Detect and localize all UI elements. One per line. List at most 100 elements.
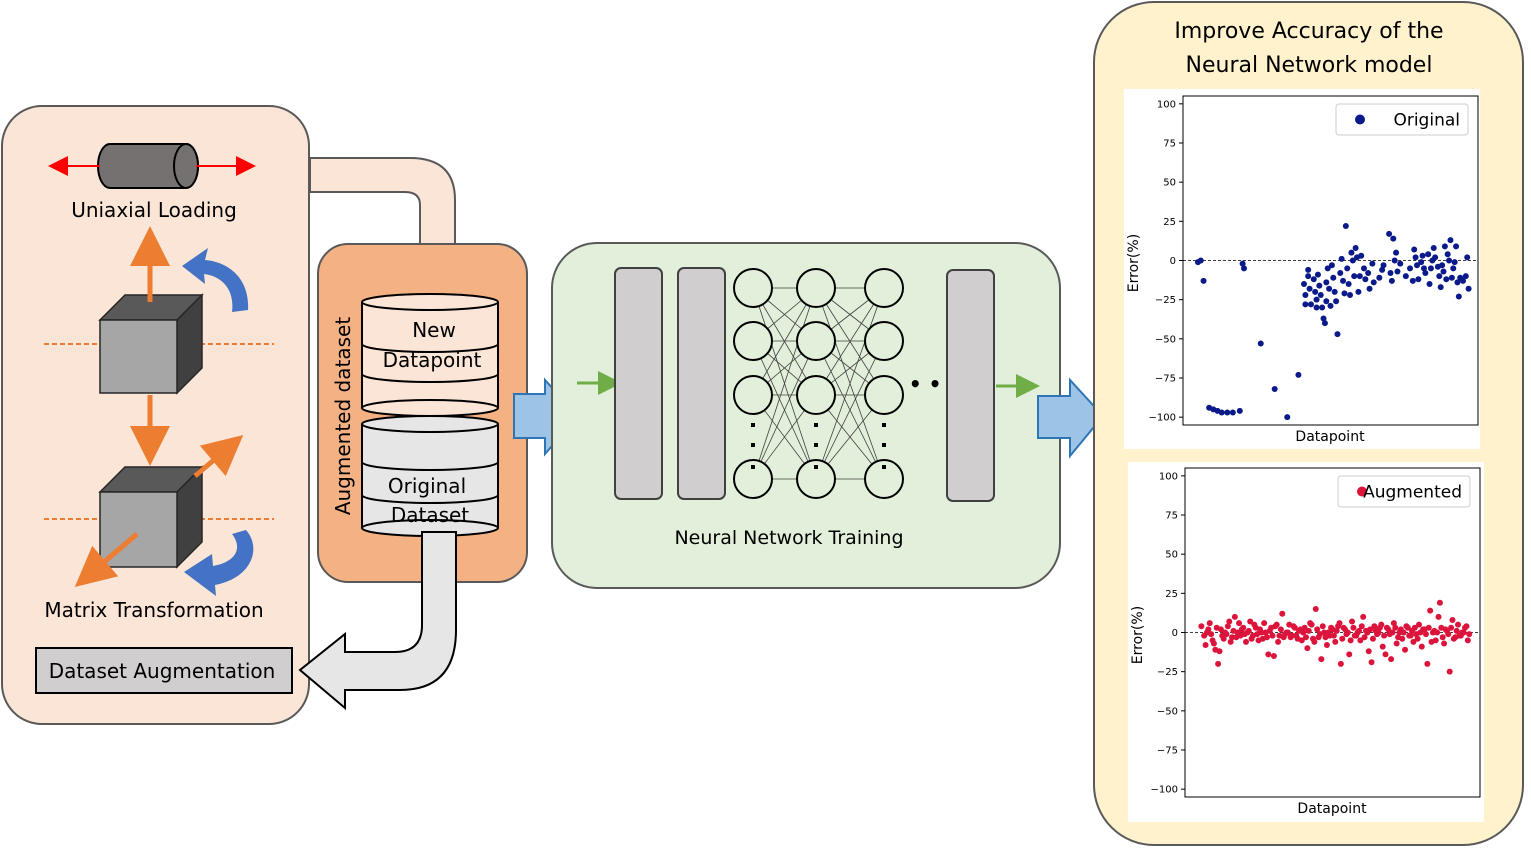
data-point (1410, 638, 1417, 645)
data-point (1342, 223, 1349, 230)
data-point (1379, 643, 1386, 650)
new-datapoint-database-icon (361, 293, 499, 417)
data-point (1356, 627, 1363, 634)
data-point (1371, 623, 1378, 630)
data-point (1349, 257, 1356, 264)
data-point (1358, 252, 1365, 259)
data-point (1344, 265, 1351, 272)
y-tick-label: 50 (1163, 178, 1176, 189)
data-point (1448, 624, 1455, 631)
data-point (1448, 274, 1455, 281)
y-axis-label: Error(%) (1126, 234, 1142, 292)
data-point (1233, 634, 1240, 641)
nn-training-label: Neural Network Training (674, 527, 903, 549)
data-point (1349, 618, 1356, 625)
nn-neuron (733, 375, 773, 415)
data-point (1317, 291, 1324, 298)
data-point (1263, 634, 1270, 641)
data-point (1418, 259, 1425, 266)
data-point (1271, 385, 1278, 392)
data-point (1326, 285, 1333, 292)
data-point (1394, 268, 1401, 275)
data-point (1198, 623, 1205, 630)
data-point (1381, 632, 1388, 639)
data-point (1337, 660, 1344, 667)
data-point (1413, 262, 1420, 269)
data-point (1333, 627, 1340, 634)
nn-neuron (864, 321, 904, 361)
nn-neuron (864, 375, 904, 415)
data-point (1306, 285, 1313, 292)
data-point (1407, 265, 1414, 272)
y-tick-label: −75 (1157, 746, 1178, 757)
y-axis-label: Error(%) (1130, 606, 1146, 664)
data-point (1412, 254, 1419, 261)
data-point (1202, 642, 1209, 649)
data-point (1265, 651, 1272, 658)
data-point (1402, 646, 1409, 653)
data-point (1336, 620, 1343, 627)
y-tick-label: −100 (1149, 413, 1176, 424)
flow-arrow-to-results (1037, 377, 1105, 459)
data-point (1346, 651, 1353, 658)
data-point (1386, 230, 1393, 237)
data-point (1275, 638, 1282, 645)
data-point (1330, 274, 1337, 281)
data-point (1435, 613, 1442, 620)
data-point (1462, 624, 1469, 631)
data-point (1319, 304, 1326, 311)
data-point (1331, 288, 1338, 295)
data-point (1465, 285, 1472, 292)
legend-marker (1355, 114, 1365, 125)
y-tick-label: 75 (1163, 139, 1176, 150)
data-point (1231, 613, 1238, 620)
augmented-chart-background (1128, 462, 1484, 822)
data-point (1436, 273, 1443, 280)
nn-neuron (733, 459, 773, 499)
x-axis-label: Datapoint (1295, 429, 1365, 445)
y-tick-label: 75 (1165, 511, 1178, 522)
data-point (1439, 262, 1446, 269)
legend-marker (1357, 486, 1367, 497)
nn-dot (751, 465, 755, 469)
nn-edge (815, 287, 885, 396)
cube-icon-bottom (44, 435, 274, 587)
data-point (1241, 265, 1248, 272)
nn-edge (815, 287, 885, 480)
data-point (1450, 265, 1457, 272)
y-tick-label: 0 (1170, 256, 1176, 267)
data-point (1357, 637, 1364, 644)
data-point (1453, 627, 1460, 634)
curved-arrow-to-augmentation (298, 531, 457, 711)
data-point (1345, 281, 1352, 287)
y-tick-label: −50 (1157, 706, 1178, 717)
results-title-line2: Neural Network model (1186, 53, 1433, 78)
nn-neuron (733, 268, 773, 308)
matrix-transformation-label: Matrix Transformation (44, 598, 263, 622)
data-point (1239, 260, 1246, 267)
data-point (1434, 629, 1441, 636)
data-point (1415, 276, 1422, 283)
data-point (1257, 340, 1264, 347)
data-point (1441, 243, 1448, 250)
nn-neuron (796, 268, 836, 308)
nn-dot (751, 423, 755, 427)
data-point (1397, 260, 1404, 267)
data-point (1451, 259, 1458, 266)
data-point (1327, 302, 1334, 309)
nn-edge (752, 287, 817, 480)
data-point (1319, 623, 1326, 630)
data-point (1379, 266, 1386, 273)
nn-neuron (864, 459, 904, 499)
data-point (1323, 642, 1330, 649)
data-point (1337, 270, 1344, 277)
data-point (1369, 635, 1376, 642)
data-point (1295, 371, 1302, 378)
data-point (1284, 414, 1291, 421)
data-point (1459, 629, 1466, 636)
data-point (1402, 273, 1409, 280)
data-point (1323, 298, 1330, 305)
y-tick-label: 100 (1159, 471, 1178, 482)
data-point (1425, 624, 1432, 631)
data-point (1365, 270, 1372, 277)
